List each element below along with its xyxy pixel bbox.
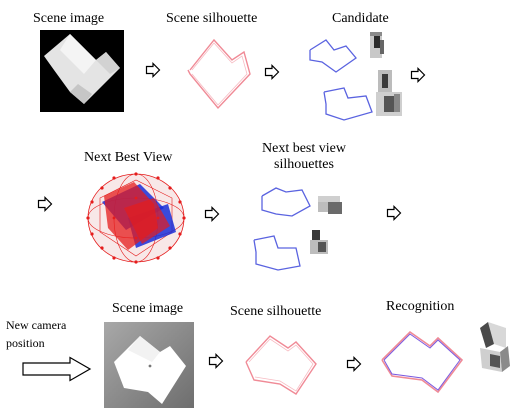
- recognition-model: [480, 322, 510, 372]
- scene-image-2: [104, 322, 194, 408]
- nbv-model-1: [318, 196, 342, 214]
- flow-arrow-icon: [410, 67, 426, 83]
- next-best-view-label: Next Best View: [84, 150, 173, 165]
- next-best-view-silhouettes-label: Next best view silhouettes: [254, 141, 354, 173]
- scene-image-2-label: Scene image: [112, 301, 184, 316]
- next-best-view-sphere: [86, 172, 186, 264]
- nbv-silhouette-1: [261, 187, 311, 217]
- nbv-silhouettes-line-2: silhouettes: [274, 157, 334, 173]
- flow-arrow-icon: [204, 206, 220, 222]
- new-camera-position-label: New camera position: [6, 319, 86, 349]
- nbv-model-2: [310, 230, 328, 254]
- recognition-label: Recognition: [386, 299, 455, 314]
- flow-arrow-icon: [386, 205, 402, 221]
- scene-image-label: Scene image: [33, 11, 105, 26]
- recognition-silhouette: [381, 330, 464, 394]
- candidate-model-2: [376, 70, 402, 116]
- flow-arrow-icon: [208, 353, 224, 369]
- new-camera-line-1: New camera: [6, 318, 67, 332]
- camera-position-arrow-icon: [22, 356, 92, 382]
- candidate-model-1: [370, 32, 384, 58]
- candidate-silhouette-2: [323, 87, 373, 121]
- nbv-silhouettes-line-1: Next best view: [262, 141, 346, 156]
- scene-silhouette-2-label: Scene silhouette: [230, 304, 322, 319]
- flow-arrow-icon: [37, 196, 53, 212]
- scene-image-object: [44, 34, 120, 104]
- candidate-label: Candidate: [332, 11, 389, 26]
- scene-silhouette-outline: [187, 38, 251, 110]
- flow-arrow-icon: [264, 64, 280, 80]
- scene-image-2-object: [114, 336, 186, 404]
- nbv-silhouette-2: [253, 235, 301, 271]
- scene-image: [40, 30, 124, 112]
- scene-silhouette-2-outline: [245, 335, 317, 395]
- flow-arrow-icon: [145, 62, 161, 78]
- flow-arrow-icon: [346, 356, 362, 372]
- new-camera-line-2: position: [6, 336, 45, 350]
- scene-silhouette-label: Scene silhouette: [166, 11, 258, 26]
- candidate-silhouette-1: [309, 39, 357, 73]
